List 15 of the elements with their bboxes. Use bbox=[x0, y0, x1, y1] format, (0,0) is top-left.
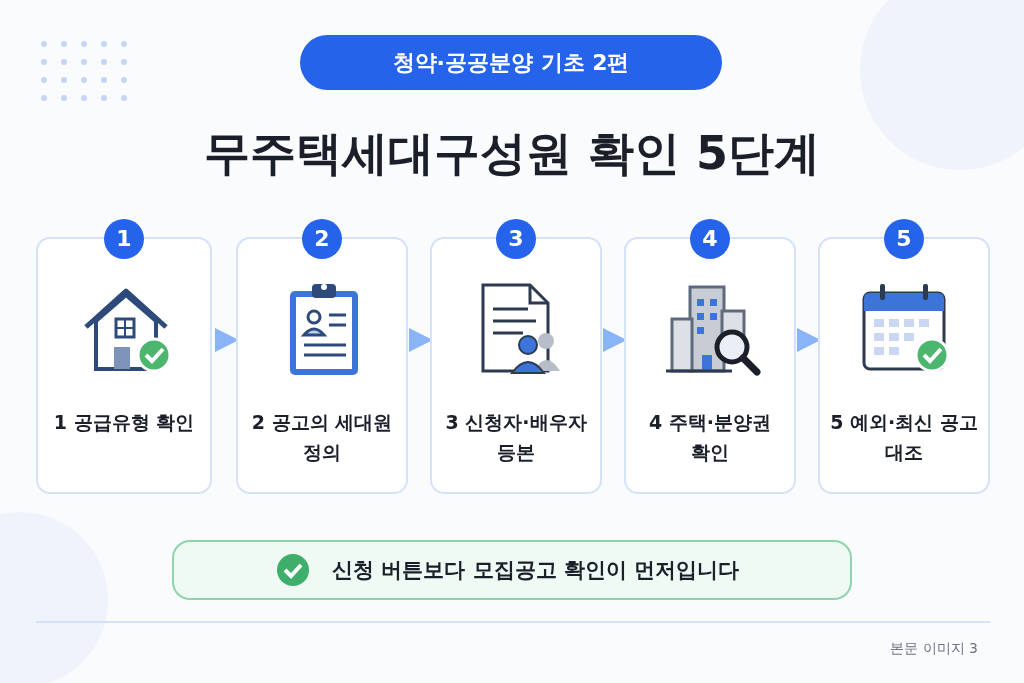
number-badge: 2 bbox=[302, 219, 342, 259]
number-badge: 1 bbox=[104, 219, 144, 259]
step-label: 4 주택·분양권 확인 bbox=[648, 411, 772, 463]
number-badge: 4 bbox=[690, 219, 730, 259]
step-label: 5 예외·최신 공고 대조 bbox=[830, 411, 978, 463]
number-badge: 5 bbox=[884, 219, 924, 259]
note-text: 신청 버튼보다 모집공고 확인이 먼저입니다 bbox=[332, 557, 740, 584]
title: 무주택세대구성원 확인 5단계 bbox=[202, 125, 821, 182]
heading-pill: 청약·공공분양 기초 2편 bbox=[300, 35, 722, 90]
footer-note: 본문 이미지 3 bbox=[890, 640, 978, 658]
step-label: 1 공급유형 확인 bbox=[53, 411, 195, 433]
number-badge: 3 bbox=[496, 219, 536, 259]
note-box bbox=[172, 540, 852, 600]
step-label: 3 신청자·배우자 등본 bbox=[445, 411, 587, 463]
step-label: 2 공고의 세대원 정의 bbox=[251, 411, 393, 463]
